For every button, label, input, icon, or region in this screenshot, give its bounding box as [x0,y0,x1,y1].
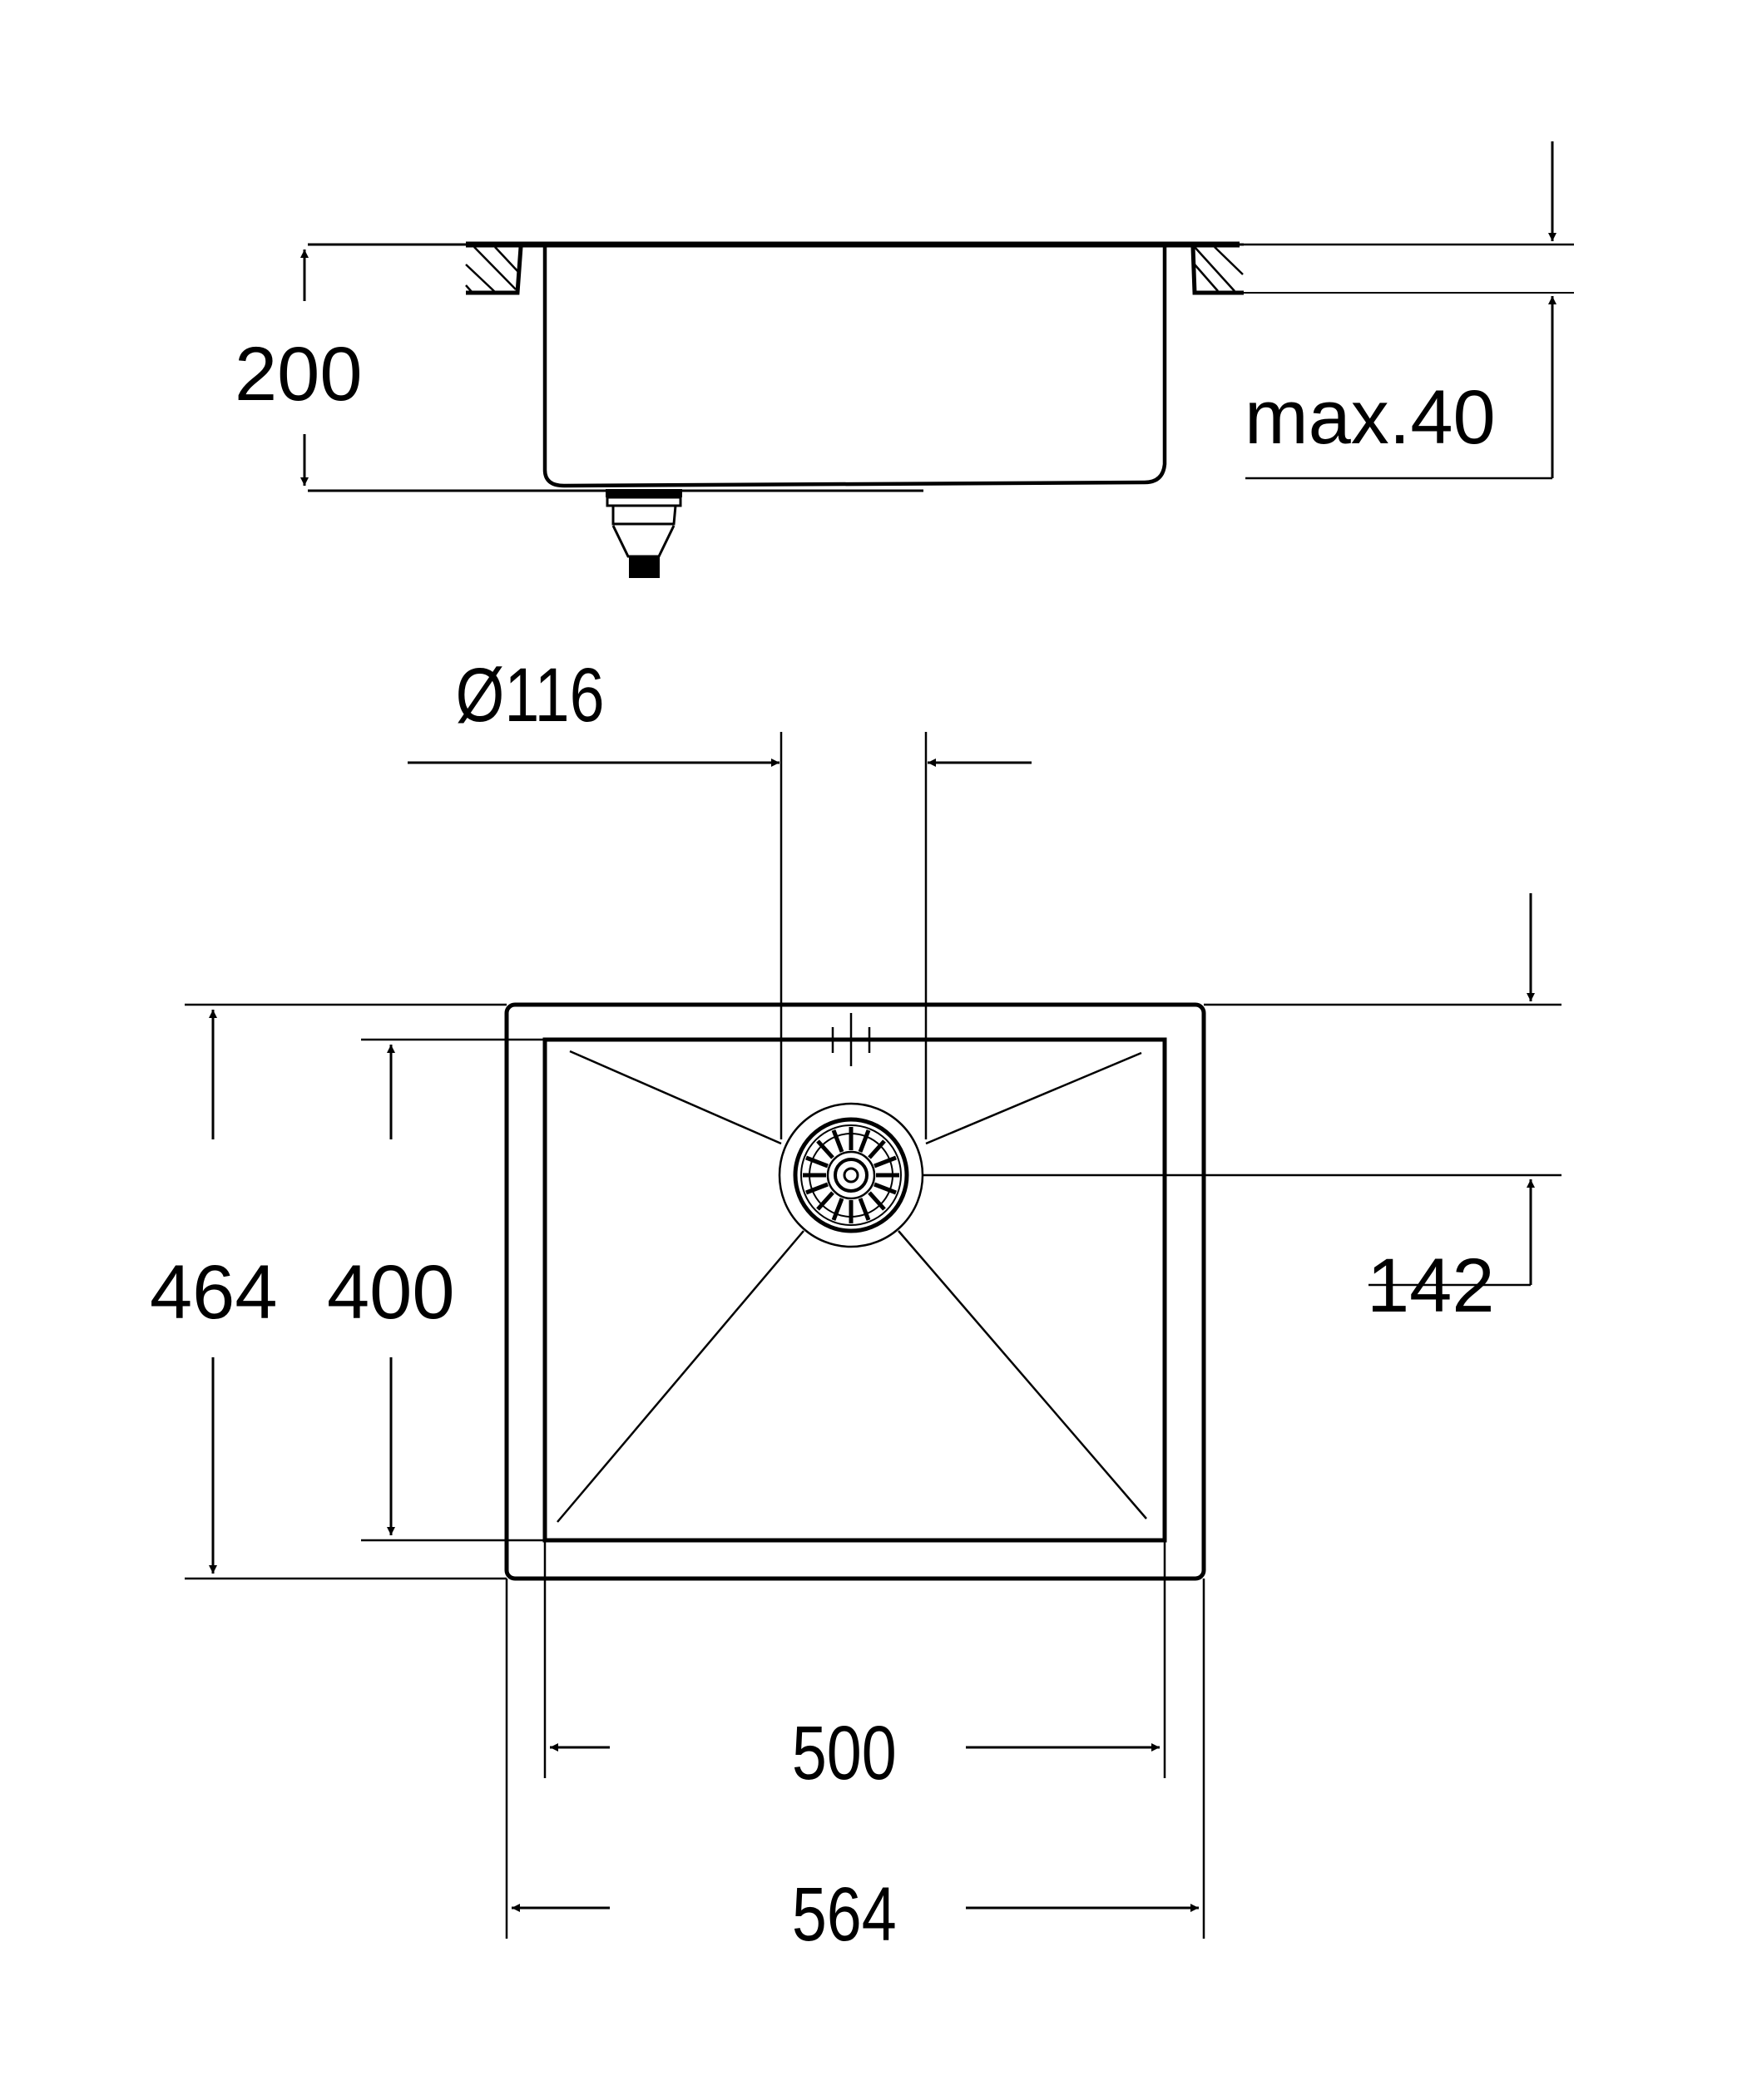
sink-inner-bowl [542,1037,1167,1543]
dimension-outer-width-564 [505,1579,1205,1939]
overflow-marker [831,1013,871,1066]
countertop-section-left [465,246,523,295]
dimension-drain-offset-142 [923,893,1561,1287]
drain-slots [803,1127,899,1223]
dimension-drain-diameter [408,732,1032,1139]
sink-bowl-profile [542,247,1167,488]
side-view [308,241,1574,578]
dimension-inner-width-500 [543,1540,1166,1778]
drain-strainer [778,1102,924,1248]
drain-fitting-side [606,489,682,578]
dimension-inner-depth-400 [361,1038,545,1542]
countertop-section-right [1190,246,1244,295]
bowl-slope-lines [557,1050,1147,1523]
dimension-countertop-max40 [1245,141,1557,480]
sink-outer-rim [504,1002,1206,1581]
dimension-outer-depth-464 [185,1003,507,1580]
plan-view [504,1002,1206,1581]
